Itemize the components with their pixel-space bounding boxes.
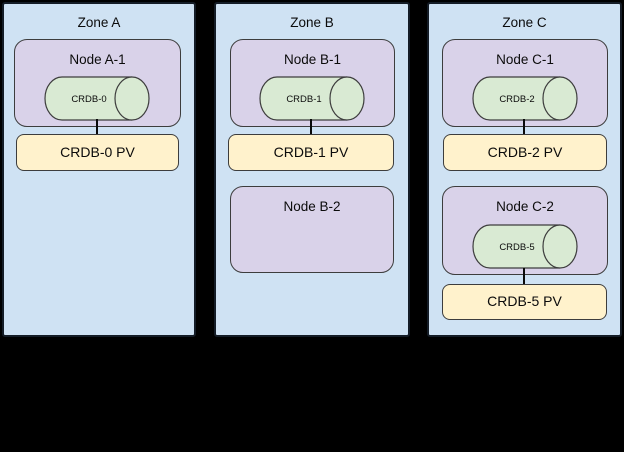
node-b2-title: Node B-2 [283,199,341,214]
pod-crdb-5-label: CRDB-5 [499,242,534,253]
node-b1-title: Node B-1 [283,52,342,67]
node-c1-title: Node C-1 [496,52,554,67]
node-c2-title: Node C-2 [496,199,554,214]
pv-crdb-2: CRDB-2 PV [443,134,607,171]
pod-crdb-1-label: CRDB-1 [286,94,321,105]
connector-crdb5-to-pv [523,268,525,285]
zone-c-title: Zone C [502,15,547,30]
zone-a-title: Zone A [77,15,121,30]
database-cylinder-icon: CRDB-1 [259,76,365,121]
pod-crdb-1: CRDB-1 [259,76,365,121]
zone-b-title: Zone B [290,15,334,30]
connector-crdb2-to-pv [523,119,525,135]
pod-crdb-0: CRDB-0 [44,76,150,121]
database-cylinder-icon: CRDB-2 [472,76,578,121]
node-a1-title: Node A-1 [69,52,126,67]
pod-crdb-5: CRDB-5 [472,224,578,269]
pv-crdb-5: CRDB-5 PV [442,284,607,320]
node-b2: Node B-2 [230,186,394,273]
connector-crdb0-to-pv [96,119,98,135]
database-cylinder-icon: CRDB-0 [44,76,150,121]
pod-crdb-2: CRDB-2 [472,76,578,121]
pv-crdb-0: CRDB-0 PV [16,134,179,171]
database-cylinder-icon: CRDB-5 [472,224,578,269]
pv-crdb-1: CRDB-1 PV [228,134,394,171]
pod-crdb-2-label: CRDB-2 [499,94,534,105]
connector-crdb1-to-pv [310,119,312,135]
pod-crdb-0-label: CRDB-0 [71,94,106,105]
